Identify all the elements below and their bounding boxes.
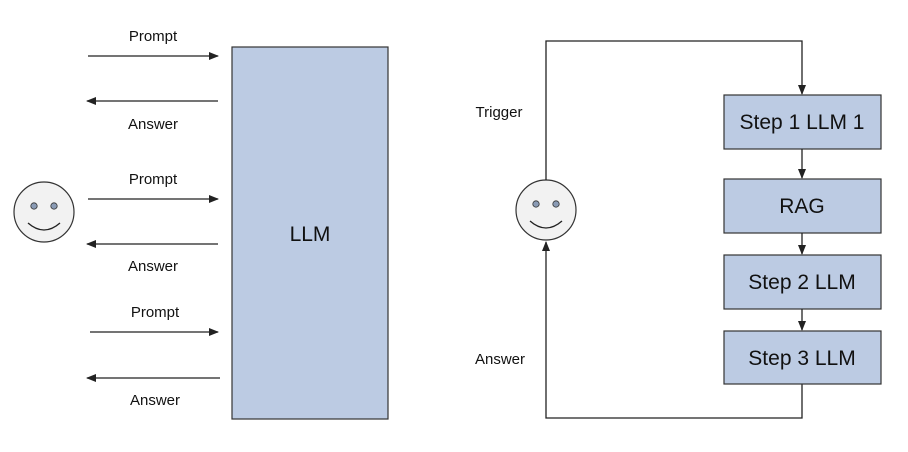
answer-flow-line <box>542 241 803 419</box>
prompt-label-1: Prompt <box>129 28 178 45</box>
answer-label-2: Answer <box>128 258 178 275</box>
step-label-4: Step 3 LLM <box>748 347 855 370</box>
step-label-1: Step 1 LLM 1 <box>740 111 865 134</box>
step-label-3: Step 2 LLM <box>748 271 855 294</box>
llm-box <box>231 46 389 420</box>
prompt-label-3: Prompt <box>131 304 180 321</box>
trigger-flow-line <box>545 40 806 180</box>
step-box-4 <box>723 330 882 385</box>
left-user-smiley-icon <box>13 181 75 243</box>
answer-label-1: Answer <box>128 116 178 133</box>
left-panel: LLM Prompt Answer Prompt Answer Prompt A… <box>13 28 389 420</box>
answer-label: Answer <box>475 351 525 368</box>
llm-box-label: LLM <box>290 223 331 246</box>
step-label-2: RAG <box>779 195 825 218</box>
step-box-3 <box>723 254 882 310</box>
trigger-label: Trigger <box>476 104 523 121</box>
prompt-label-2: Prompt <box>129 171 178 188</box>
step-box-1 <box>723 94 882 150</box>
answer-label-3: Answer <box>130 392 180 409</box>
right-user-smiley-icon <box>515 179 577 241</box>
right-panel: Trigger Answer Step 1 LLM 1 RAG Step 2 L… <box>475 40 882 419</box>
